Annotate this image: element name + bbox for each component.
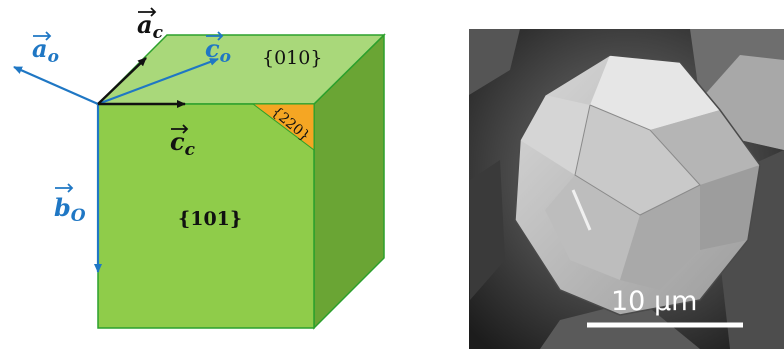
svg-text:co: co — [205, 34, 231, 67]
svg-text:ac: ac — [137, 10, 164, 43]
a-c-arrow — [97, 57, 147, 105]
vector-label-c-o: co — [205, 31, 231, 67]
vector-label-c-c: cc — [170, 124, 196, 160]
c-o-arrow — [97, 57, 219, 106]
front-face-label: {101} — [178, 208, 242, 230]
a-o-arrow — [13, 65, 99, 106]
vector-label-a-c: ac — [137, 7, 164, 43]
scale-bar-label: 10 µm — [611, 286, 697, 317]
sem-micrograph — [469, 29, 784, 349]
svg-text:cc: cc — [170, 127, 196, 160]
axis-arrows — [13, 57, 219, 273]
svg-text:ao: ao — [32, 34, 59, 67]
svg-text:bO: bO — [54, 193, 86, 226]
vector-label-b-o: bO — [54, 183, 86, 226]
corner-face-220 — [251, 103, 315, 152]
crystal-block — [96, 33, 386, 330]
vector-label-a-o: ao — [32, 31, 59, 67]
top-face-label: {010} — [262, 47, 322, 69]
